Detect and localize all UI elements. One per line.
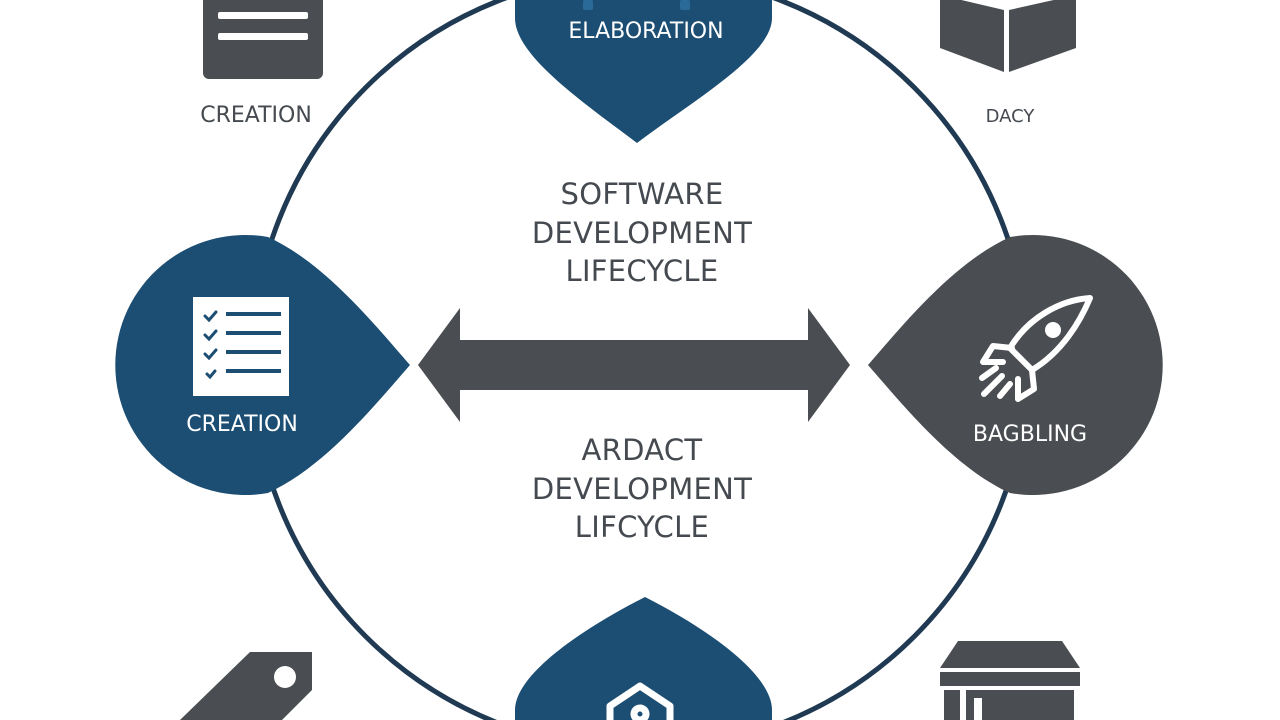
center-lower-line-1: ARDACT — [582, 433, 703, 467]
box-icon — [940, 0, 1076, 72]
node-top-label: ELABORATION — [568, 19, 723, 44]
center-upper-line-1: SOFTWARE — [561, 177, 724, 211]
rocket-icon — [979, 295, 1093, 402]
node-bottom-shape — [515, 597, 772, 720]
node-left-label: CREATION — [186, 412, 298, 437]
corner-bottom-right — [940, 641, 1080, 720]
gear-icon — [583, 0, 690, 10]
corner-top-right: DACY — [940, 0, 1076, 127]
tag-icon — [180, 652, 312, 720]
center-upper-line-2: DEVELOPMENT — [532, 216, 752, 250]
corner-top-left: CREATION — [200, 0, 323, 128]
node-right-shape — [868, 235, 1163, 496]
node-right: BAGBLING — [868, 235, 1163, 496]
node-left: CREATION — [115, 234, 411, 495]
document-icon — [203, 0, 323, 79]
center-title-upper: SOFTWARE DEVELOPMENT LIFECYCLE — [532, 177, 752, 288]
corner-bottom-left — [180, 652, 312, 720]
house-icon — [606, 682, 674, 720]
center-upper-line-3: LIFECYCLE — [565, 254, 718, 288]
center-lower-line-2: DEVELOPMENT — [532, 472, 752, 506]
store-icon — [940, 641, 1080, 720]
node-top-shape — [515, 0, 772, 143]
center-title-lower: ARDACT DEVELOPMENT LIFCYCLE — [532, 433, 752, 544]
corner-top-left-label: CREATION — [200, 103, 312, 128]
center-lower-line-3: LIFCYCLE — [575, 510, 709, 544]
double-arrow-icon — [418, 308, 850, 422]
node-top: ELABORATION — [515, 0, 772, 143]
corner-top-right-label: DACY — [986, 106, 1036, 127]
node-bottom — [515, 597, 772, 720]
checklist-icon — [193, 297, 289, 396]
node-right-label: BAGBLING — [973, 422, 1087, 447]
